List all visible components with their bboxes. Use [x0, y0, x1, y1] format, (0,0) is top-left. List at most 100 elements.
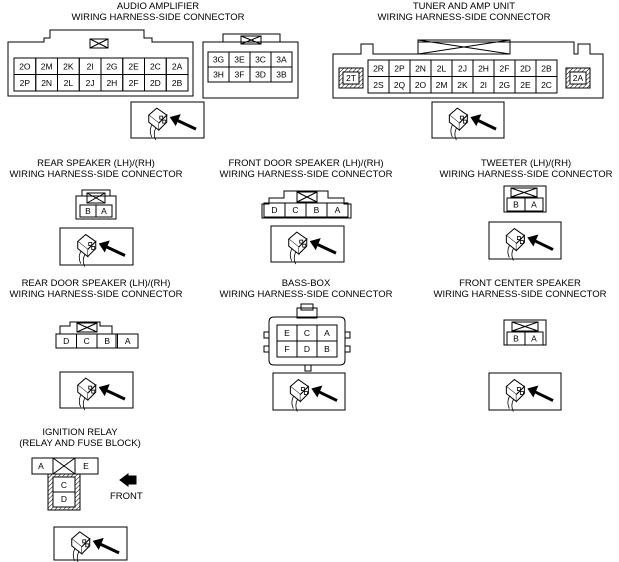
- terminal-cell: [535, 76, 558, 94]
- tuner-right-term-label: 2A: [573, 73, 584, 83]
- title-line: IGNITION RELAY: [42, 427, 118, 438]
- terminal-cell: [316, 340, 338, 358]
- tuner-terminal-label: 2N: [415, 63, 426, 73]
- audio-amp-small-shell: [202, 41, 299, 99]
- tuner-terminal-label: 2S: [373, 80, 384, 90]
- bass-box-terminal-label: A: [324, 328, 330, 338]
- icon-arrow-head: [98, 240, 110, 253]
- icon-pin: [303, 391, 308, 395]
- tweeter-shell: [503, 185, 547, 213]
- audio-amp-small-lock: [240, 35, 262, 45]
- icon-frame: [488, 221, 562, 260]
- icon-connector-side: [77, 241, 89, 258]
- audio-amp-main-terminal-label: 2C: [150, 61, 161, 71]
- tuner-terminal-label: 2K: [457, 80, 468, 90]
- audio-amp-main-terminal-label: 2B: [172, 78, 183, 88]
- rear-speaker-terminal-label: A: [101, 206, 107, 216]
- tuner-terminal-label: 2C: [541, 80, 552, 90]
- audio-amp-title: AUDIO AMPLIFIER WIRING HARNESS-SIDE CONN…: [72, 1, 245, 23]
- icon-wires: [149, 124, 157, 141]
- audio-amp-main-terminal-label: 2J: [86, 78, 95, 88]
- rear-speaker-lock-x: [86, 192, 106, 204]
- tuner-terminal-label: 2F: [500, 63, 510, 73]
- connector-icon: [270, 225, 345, 265]
- tuner-title: TUNER AND AMP UNIT WIRING HARNESS-SIDE C…: [378, 1, 551, 23]
- audio-amp-main-terminal-label: 2O: [19, 61, 31, 71]
- icon-arrow-shaft: [105, 245, 126, 257]
- icon-wires: [72, 548, 80, 562]
- icon-wires: [507, 396, 514, 412]
- icon-wires: [78, 394, 86, 411]
- tuner-left-term-inner: [342, 71, 360, 85]
- title-line: FRONT DOOR SPEAKER (LH)/(RH): [228, 158, 384, 169]
- bass-box-top-latch: [300, 303, 314, 311]
- icon-arrow-head: [527, 234, 539, 247]
- audio-amp-main-terminal-label: 2P: [20, 78, 31, 88]
- audio-amp-small-terminal-label: 3G: [213, 55, 224, 65]
- audio-amp-small-terminal-label: 3B: [276, 70, 287, 80]
- front-center-lock: [511, 321, 539, 332]
- title-line: WIRING HARNESS-SIDE CONNECTOR: [9, 289, 183, 300]
- icon-wires: [78, 251, 86, 267]
- rear-door-terminal-label: C: [84, 336, 90, 346]
- front-door-terminal-label: D: [271, 205, 277, 215]
- rear-door-terminal-label: B: [104, 336, 110, 346]
- rear-door-lock: [76, 322, 98, 333]
- icon-pin: [159, 115, 164, 120]
- tuner-terminal-label: 2R: [373, 63, 384, 73]
- terminal-cell: [117, 333, 139, 349]
- icon-frame: [130, 101, 205, 139]
- icon-arrow-shaft: [476, 118, 497, 131]
- icon-wires: [450, 124, 457, 141]
- tuner-terminal-label: 2J: [458, 63, 467, 73]
- icon-connector-side: [71, 538, 83, 555]
- title-line: REAR SPEAKER (LH)/(RH): [37, 158, 155, 169]
- icon-frame: [488, 372, 562, 411]
- relay-term-label: E: [83, 461, 89, 471]
- terminal-cell: [524, 197, 544, 212]
- connector-icon: [488, 221, 562, 261]
- audio-amp-small-terminal-label: 3F: [235, 70, 245, 80]
- title-line: TUNER AND AMP UNIT: [412, 1, 516, 12]
- front-door-lock: [296, 191, 318, 203]
- audio-amp-main-terminal-label: 2L: [64, 78, 74, 88]
- icon-frame: [59, 371, 134, 409]
- bass-box-terminal-label: C: [304, 328, 310, 338]
- front-door-terminal-label: A: [335, 205, 341, 215]
- icon-connector-side: [77, 385, 89, 402]
- title-line: TWEETER (LH)/(RH): [480, 158, 572, 169]
- icon-frame: [431, 101, 505, 139]
- audio-amp-main-terminal-label: 2A: [172, 61, 183, 71]
- icon-connector-side: [288, 239, 300, 256]
- bass-box-left-clip: [263, 331, 270, 339]
- tweeter-terminal-label: A: [531, 200, 537, 210]
- title-line: AUDIO AMPLIFIER: [116, 1, 200, 12]
- relay-term-label: A: [38, 461, 44, 471]
- icon-pin: [459, 115, 464, 120]
- audio-amp-main-terminal-label: 2D: [150, 78, 161, 88]
- connector-icon: [53, 526, 128, 562]
- audio-amp-small-terminal-label: 3A: [276, 55, 287, 65]
- tuner-right-term-inner: [569, 71, 587, 85]
- icon-connector-side: [505, 386, 517, 403]
- icon-wires: [507, 245, 514, 261]
- icon-arrow-shaft: [105, 388, 126, 401]
- icon-arrow-shaft: [99, 542, 120, 555]
- audio-amp-small-terminal-label: 3C: [255, 55, 266, 65]
- icon-arrow-head: [92, 537, 104, 550]
- tuner-terminal-label: 2E: [520, 80, 531, 90]
- audio-amp-main-lock: [89, 38, 109, 49]
- audio-amp-small-terminal-label: 3D: [255, 70, 266, 80]
- title-line: FRONT CENTER SPEAKER: [459, 278, 581, 289]
- title-line: WIRING HARNESS-SIDE CONNECTOR: [439, 169, 613, 180]
- front-door-shell: [261, 190, 352, 219]
- audio-amp-small-terminal-label: 3H: [213, 70, 224, 80]
- tuner-shell: [332, 41, 604, 99]
- title-line: WIRING HARNESS-SIDE CONNECTOR: [219, 169, 393, 180]
- front-door-terminal-label: C: [292, 205, 298, 215]
- tuner-terminal-label: 2M: [436, 80, 448, 90]
- title-line: WIRING HARNESS-SIDE CONNECTOR: [71, 12, 245, 23]
- title-line: WIRING HARNESS-SIDE CONNECTOR: [433, 289, 607, 300]
- icon-pin: [82, 539, 87, 544]
- bass-box-title: BASS-BOX WIRING HARNESS-SIDE CONNECTOR: [220, 278, 393, 300]
